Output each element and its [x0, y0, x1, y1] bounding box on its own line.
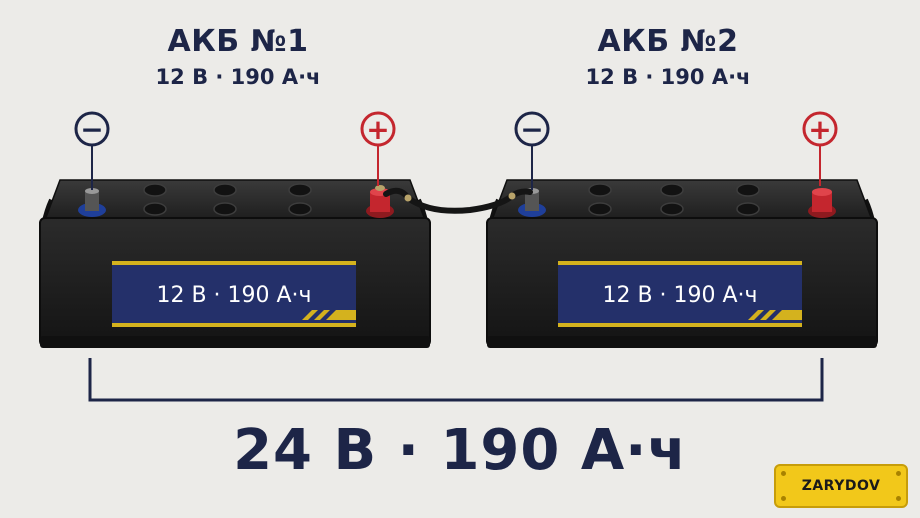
minus-icon: −: [520, 113, 543, 146]
battery2-label-text: 12 В · 190 А·ч: [602, 283, 757, 308]
battery1-title: АКБ №1: [167, 24, 309, 59]
battery2-title: АКБ №2: [597, 24, 739, 59]
battery2-label-plate: [558, 261, 802, 327]
battery1-minus-symbol: −: [74, 111, 110, 190]
battery1-label-text: 12 В · 190 А·ч: [156, 283, 311, 308]
plus-icon: +: [366, 113, 389, 146]
minus-icon: −: [80, 113, 103, 146]
battery2-plus-symbol: +: [802, 111, 838, 186]
battery2-spec: 12 В · 190 А·ч: [585, 65, 751, 89]
brand-name: ZARYDOV: [801, 478, 881, 494]
battery2-base: [487, 336, 877, 348]
battery1-header: АКБ №1 12 В · 190 А·ч: [88, 24, 388, 89]
battery2-positive-terminal: [808, 188, 836, 218]
battery2: 12 В · 190 А·ч: [486, 179, 878, 348]
battery1: 12 В · 190 А·ч: [39, 179, 431, 348]
total-output: 24 В · 190 А·ч: [233, 418, 687, 483]
battery1-positive-terminal: [366, 185, 394, 218]
battery1-spec: 12 В · 190 А·ч: [155, 65, 321, 89]
brand-plate: ZARYDOV: [774, 464, 908, 508]
battery1-vent-caps: [143, 183, 312, 216]
battery2-vent-caps: [588, 183, 760, 216]
battery1-base: [40, 336, 430, 348]
battery1-plus-symbol: +: [360, 111, 396, 186]
series-jumper-cable: [383, 187, 533, 214]
plus-icon: +: [808, 113, 831, 146]
battery2-minus-symbol: −: [514, 111, 550, 190]
battery1-label-plate: [112, 261, 356, 327]
output-bracket: [88, 358, 824, 402]
battery2-header: АКБ №2 12 В · 190 А·ч: [518, 24, 818, 89]
battery1-negative-terminal: [78, 188, 106, 217]
